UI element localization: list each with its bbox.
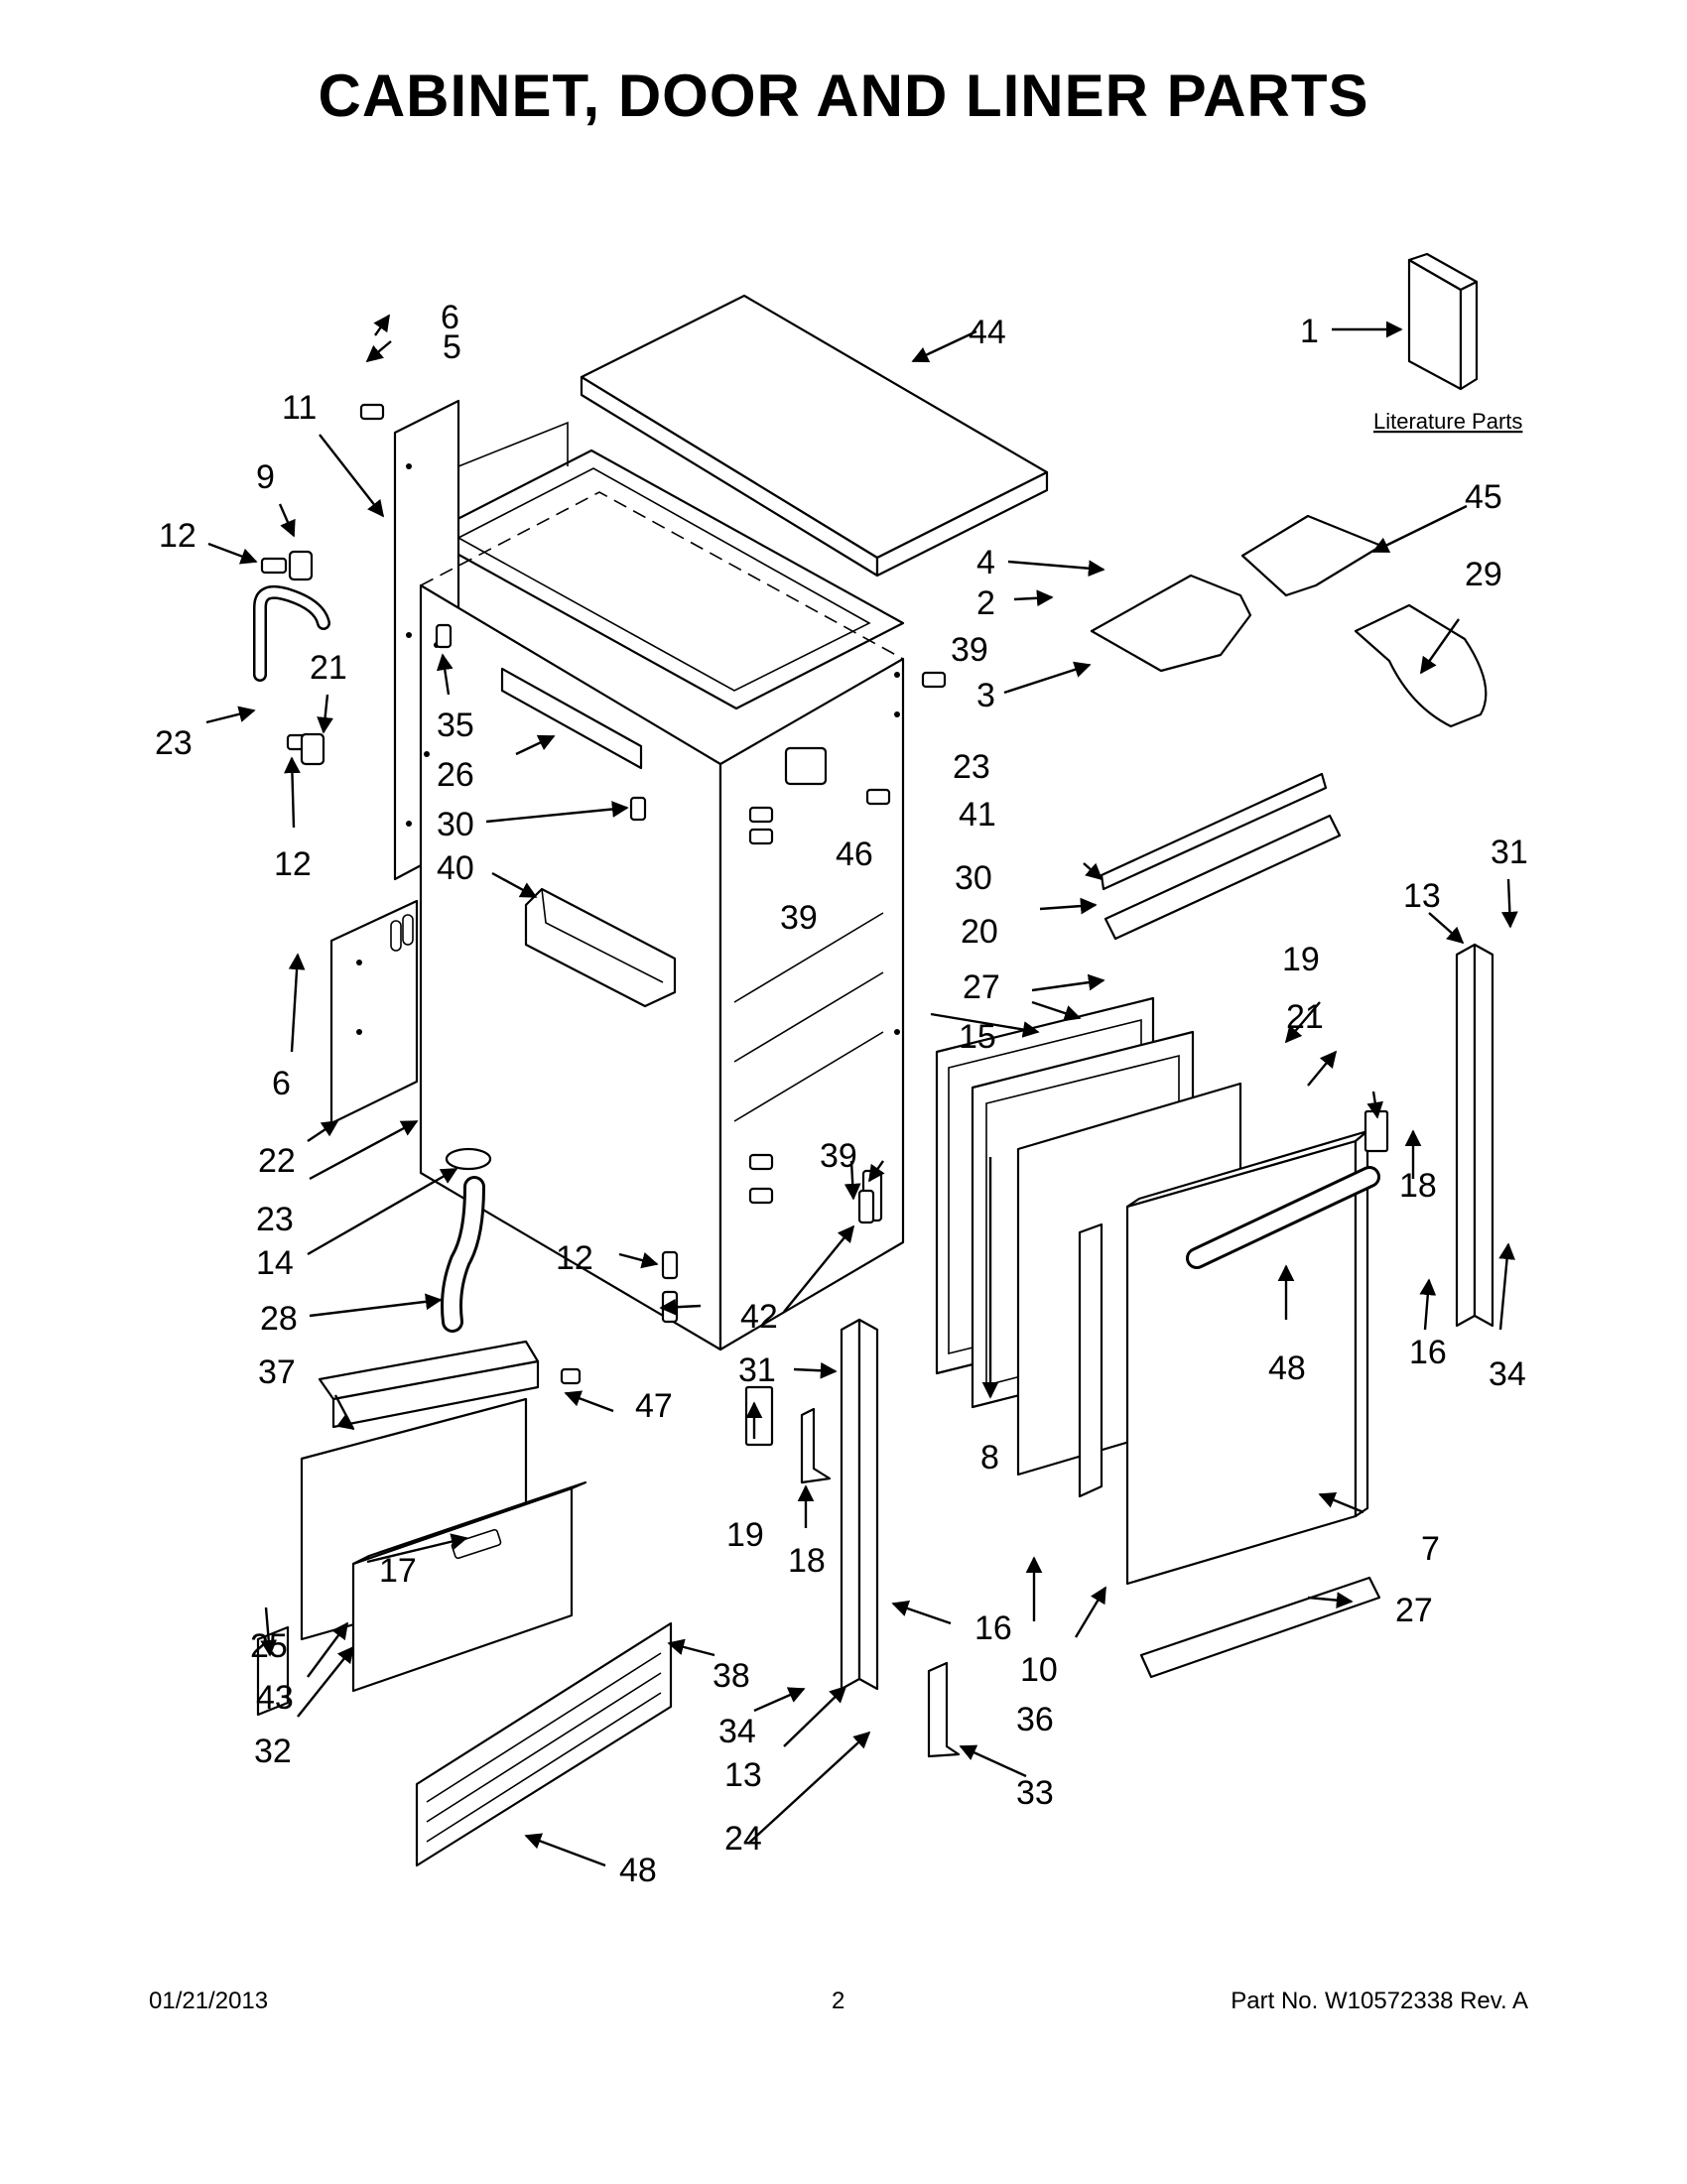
callout-32: 32 bbox=[254, 1733, 292, 1770]
callout-25: 25 bbox=[250, 1627, 288, 1665]
callout-26: 26 bbox=[437, 756, 474, 794]
callout-42: 42 bbox=[740, 1298, 778, 1336]
hinge-brackets bbox=[744, 1109, 1389, 1758]
callout-18b: 18 bbox=[788, 1542, 826, 1580]
callout-6a: 6 bbox=[441, 299, 459, 336]
callout-35: 35 bbox=[437, 707, 474, 744]
callout-30a: 30 bbox=[437, 806, 474, 843]
callout-12a: 12 bbox=[159, 517, 196, 555]
fill-tube bbox=[441, 1147, 492, 1333]
callout-36: 36 bbox=[1016, 1701, 1054, 1738]
footer-page-number: 2 bbox=[832, 1988, 845, 2014]
top-frame bbox=[1100, 772, 1342, 941]
callout-16b: 16 bbox=[974, 1609, 1012, 1647]
drain-hose bbox=[253, 585, 330, 682]
callout-29: 29 bbox=[1465, 556, 1502, 593]
literature-parts-label: Literature Parts bbox=[1373, 409, 1522, 434]
callout-11: 11 bbox=[282, 389, 317, 427]
electrical-panel bbox=[329, 899, 419, 1125]
callout-18a: 18 bbox=[1399, 1167, 1437, 1205]
top-gasket bbox=[423, 449, 905, 710]
callout-2: 2 bbox=[976, 584, 995, 622]
callout-19b: 19 bbox=[726, 1516, 764, 1554]
callout-23b: 23 bbox=[953, 748, 990, 786]
footer-part-number: Part No. W10572338 Rev. A bbox=[1231, 1988, 1528, 2014]
callout-41: 41 bbox=[959, 796, 996, 834]
bin-divider bbox=[1090, 574, 1252, 673]
callout-43: 43 bbox=[256, 1679, 294, 1717]
ice-scoop bbox=[1354, 603, 1488, 728]
callout-9: 9 bbox=[256, 458, 275, 496]
callout-10: 10 bbox=[1020, 1651, 1058, 1689]
callout-28: 28 bbox=[260, 1300, 298, 1338]
callout-13a: 13 bbox=[1403, 877, 1441, 915]
callout-3: 3 bbox=[976, 677, 995, 714]
callout-13b: 13 bbox=[724, 1756, 762, 1794]
bottom-trim bbox=[1139, 1576, 1381, 1679]
callout-1: 1 bbox=[1300, 313, 1319, 350]
leader-lines bbox=[205, 314, 1518, 1867]
callout-31b: 31 bbox=[738, 1351, 776, 1389]
callout-4: 4 bbox=[976, 544, 995, 581]
callout-5: 5 bbox=[443, 328, 461, 366]
callout-numbers: 1 2 3 4 5 6 6 7 8 9 10 11 12 12 12 13 13… bbox=[155, 299, 1528, 1889]
callout-12c: 12 bbox=[556, 1239, 593, 1277]
callout-47: 47 bbox=[635, 1387, 673, 1425]
callout-39a: 39 bbox=[951, 631, 988, 669]
screws-and-brackets bbox=[260, 403, 947, 1385]
callout-6b: 6 bbox=[272, 1065, 291, 1102]
literature-booklet bbox=[1407, 252, 1479, 391]
callout-8: 8 bbox=[980, 1439, 999, 1477]
toe-kick bbox=[415, 1621, 673, 1867]
callout-21b: 21 bbox=[1286, 998, 1324, 1036]
callout-23c: 23 bbox=[256, 1201, 294, 1238]
callout-39b: 39 bbox=[780, 899, 818, 937]
callout-44: 44 bbox=[969, 314, 1006, 351]
callout-33: 33 bbox=[1016, 1774, 1054, 1812]
callout-20: 20 bbox=[961, 913, 998, 951]
callout-38: 38 bbox=[713, 1657, 750, 1695]
hinge-rails bbox=[840, 943, 1494, 1691]
callout-46: 46 bbox=[836, 835, 873, 873]
filter-screen bbox=[1240, 514, 1383, 597]
callout-19a: 19 bbox=[1282, 941, 1320, 978]
callout-27b: 27 bbox=[1395, 1592, 1433, 1629]
ice-bin bbox=[524, 887, 677, 1008]
page-title: CABINET, DOOR AND LINER PARTS bbox=[318, 63, 1369, 129]
footer-date: 01/21/2013 bbox=[149, 1988, 269, 2014]
callout-48a: 48 bbox=[1268, 1349, 1306, 1387]
callout-22: 22 bbox=[258, 1142, 296, 1180]
callout-17: 17 bbox=[379, 1552, 417, 1590]
top-cover bbox=[580, 294, 1049, 578]
door-assembly bbox=[935, 996, 1380, 1586]
callout-30b: 30 bbox=[955, 859, 992, 897]
callout-23a: 23 bbox=[155, 724, 193, 762]
callout-34b: 34 bbox=[718, 1713, 756, 1750]
callout-34a: 34 bbox=[1489, 1355, 1526, 1393]
callout-21a: 21 bbox=[310, 649, 347, 687]
callout-37: 37 bbox=[258, 1353, 296, 1391]
callout-15: 15 bbox=[959, 1018, 996, 1056]
callout-48b: 48 bbox=[619, 1852, 657, 1889]
callout-24: 24 bbox=[724, 1820, 762, 1858]
front-grille-assembly bbox=[256, 1340, 587, 1717]
callout-31a: 31 bbox=[1491, 834, 1528, 871]
callout-7: 7 bbox=[1421, 1530, 1440, 1568]
callout-12b: 12 bbox=[274, 845, 312, 883]
callout-27a: 27 bbox=[963, 968, 1000, 1006]
callout-40: 40 bbox=[437, 849, 474, 887]
callout-39c: 39 bbox=[820, 1137, 857, 1175]
callout-45: 45 bbox=[1465, 478, 1502, 516]
callout-16a: 16 bbox=[1409, 1334, 1447, 1371]
callout-14: 14 bbox=[256, 1244, 294, 1282]
